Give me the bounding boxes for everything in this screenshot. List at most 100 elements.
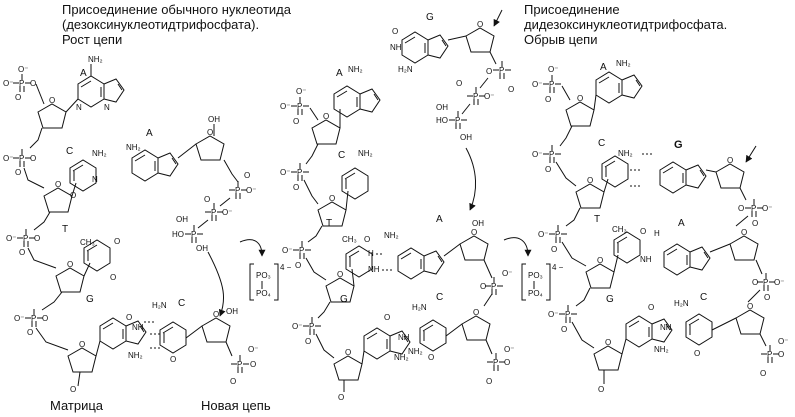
svg-text:H₂N: H₂N xyxy=(152,301,167,310)
svg-text:O: O xyxy=(19,248,25,257)
svg-text:O⁻: O⁻ xyxy=(248,345,258,354)
svg-text:O⁻: O⁻ xyxy=(280,168,290,177)
svg-text:P: P xyxy=(763,278,768,287)
svg-text:O: O xyxy=(545,95,551,104)
svg-text:A: A xyxy=(146,128,153,139)
new-chain-middle: A NH₂ OH P O⁻ O C H₂N NH₂ O P O⁻ O O xyxy=(384,214,514,386)
svg-text:H₂N: H₂N xyxy=(412,303,427,312)
svg-text:O: O xyxy=(551,245,557,254)
svg-text:H: H xyxy=(654,229,660,238)
svg-text:G: G xyxy=(606,294,614,305)
svg-text:P: P xyxy=(767,350,772,359)
svg-text:O⁻: O⁻ xyxy=(14,314,24,323)
svg-text:NH: NH xyxy=(368,265,380,274)
svg-text:A: A xyxy=(600,62,607,73)
svg-text:H₂N: H₂N xyxy=(398,65,413,74)
svg-text:C: C xyxy=(700,292,707,303)
svg-text:HO: HO xyxy=(436,116,448,125)
base-c-label: C xyxy=(66,146,73,157)
template-strand-left: P O⁻ O O⁻ O A NH₂ N N P O⁻ O O xyxy=(3,55,147,394)
svg-text:O⁻: O⁻ xyxy=(504,345,514,354)
svg-text:P: P xyxy=(455,116,460,125)
svg-text:O⁻: O⁻ xyxy=(762,204,772,213)
svg-text:O⁻: O⁻ xyxy=(222,208,232,217)
svg-text:O: O xyxy=(34,234,40,243)
svg-text:PO₄: PO₄ xyxy=(256,289,271,298)
svg-text:O⁻: O⁻ xyxy=(296,87,306,96)
svg-text:O: O xyxy=(480,282,486,291)
svg-text:O: O xyxy=(293,117,299,126)
svg-text:NH₂: NH₂ xyxy=(384,231,399,240)
svg-text:O: O xyxy=(694,349,700,358)
svg-text:O: O xyxy=(364,235,370,244)
svg-text:NH: NH xyxy=(398,333,410,342)
svg-text:O: O xyxy=(293,183,299,192)
svg-text:A: A xyxy=(678,218,685,229)
svg-text:NH₂: NH₂ xyxy=(348,65,363,74)
svg-text:P: P xyxy=(549,150,554,159)
arrow-down-left xyxy=(207,251,226,317)
svg-text:CH₃: CH₃ xyxy=(612,225,627,234)
svg-text:NH: NH xyxy=(640,255,652,264)
template-strand-right: P O⁻ O⁻ O A NH₂ P O⁻ O C NH₂ xyxy=(532,59,673,394)
svg-text:O: O xyxy=(486,377,492,386)
svg-text:O: O xyxy=(230,377,236,386)
svg-text:O⁻: O⁻ xyxy=(538,230,548,239)
svg-text:CH₃: CH₃ xyxy=(342,235,357,244)
svg-text:C: C xyxy=(178,298,185,309)
svg-text:C: C xyxy=(338,150,345,161)
svg-text:NH₂: NH₂ xyxy=(616,59,631,68)
svg-text:O⁻: O⁻ xyxy=(502,269,512,278)
svg-text:NH₂: NH₂ xyxy=(654,345,669,354)
svg-text:O⁻: O⁻ xyxy=(532,80,542,89)
svg-text:CH₃: CH₃ xyxy=(80,238,95,247)
svg-text:O⁻: O⁻ xyxy=(6,234,16,243)
incoming-datp: A NH₂ OH P O O⁻ P O⁻ O P HO OH OH xyxy=(126,115,256,253)
pyrophosphate-left: PO₃ PO₄ 4 − xyxy=(249,263,292,301)
svg-text:O: O xyxy=(42,314,48,323)
svg-text:NH₂: NH₂ xyxy=(88,55,103,64)
svg-text:4 −: 4 − xyxy=(280,263,292,272)
left-title: Присоединение обычного нуклеотида (дезок… xyxy=(62,2,291,47)
svg-text:PO₃: PO₃ xyxy=(528,271,543,280)
new-chain-caption: Новая цепь xyxy=(201,398,271,413)
base-t-label: T xyxy=(62,224,68,235)
svg-text:O: O xyxy=(110,273,116,282)
svg-text:NH: NH xyxy=(660,323,672,332)
svg-text:O⁻: O⁻ xyxy=(532,150,542,159)
svg-text:O⁻: O⁻ xyxy=(282,246,292,255)
svg-text:O: O xyxy=(778,350,784,359)
base-a-label: A xyxy=(80,68,87,79)
svg-text:O⁻: O⁻ xyxy=(18,65,28,74)
svg-text:N: N xyxy=(92,175,98,184)
svg-text:O: O xyxy=(70,385,76,394)
svg-text:C: C xyxy=(598,138,605,149)
svg-text:O: O xyxy=(648,303,654,312)
svg-text:H₂N: H₂N xyxy=(674,299,689,308)
svg-text:O: O xyxy=(126,313,132,322)
svg-text:NH₂: NH₂ xyxy=(394,353,409,362)
svg-text:O: O xyxy=(70,191,76,200)
svg-text:P: P xyxy=(23,234,28,243)
svg-text:O: O xyxy=(486,67,492,76)
svg-text:P: P xyxy=(237,360,242,369)
svg-text:NH₂: NH₂ xyxy=(92,149,107,158)
svg-text:A: A xyxy=(436,214,443,225)
svg-text:T: T xyxy=(326,218,332,229)
svg-text:O: O xyxy=(384,313,390,322)
svg-text:O: O xyxy=(295,261,301,270)
svg-text:P: P xyxy=(19,154,24,163)
svg-text:OH: OH xyxy=(226,307,238,316)
svg-text:O: O xyxy=(561,325,567,334)
svg-text:OH: OH xyxy=(460,133,472,142)
svg-text:4 −: 4 − xyxy=(552,263,564,272)
arrow-down-middle xyxy=(465,147,477,211)
svg-text:NH: NH xyxy=(132,323,144,332)
svg-text:O: O xyxy=(508,85,514,94)
svg-text:NH₂: NH₂ xyxy=(358,149,373,158)
svg-text:O: O xyxy=(338,393,344,402)
svg-text:G: G xyxy=(674,139,683,151)
svg-text:P: P xyxy=(309,322,314,331)
pyrophosphate-middle: PO₃ PO₄ 4 − xyxy=(521,263,564,301)
